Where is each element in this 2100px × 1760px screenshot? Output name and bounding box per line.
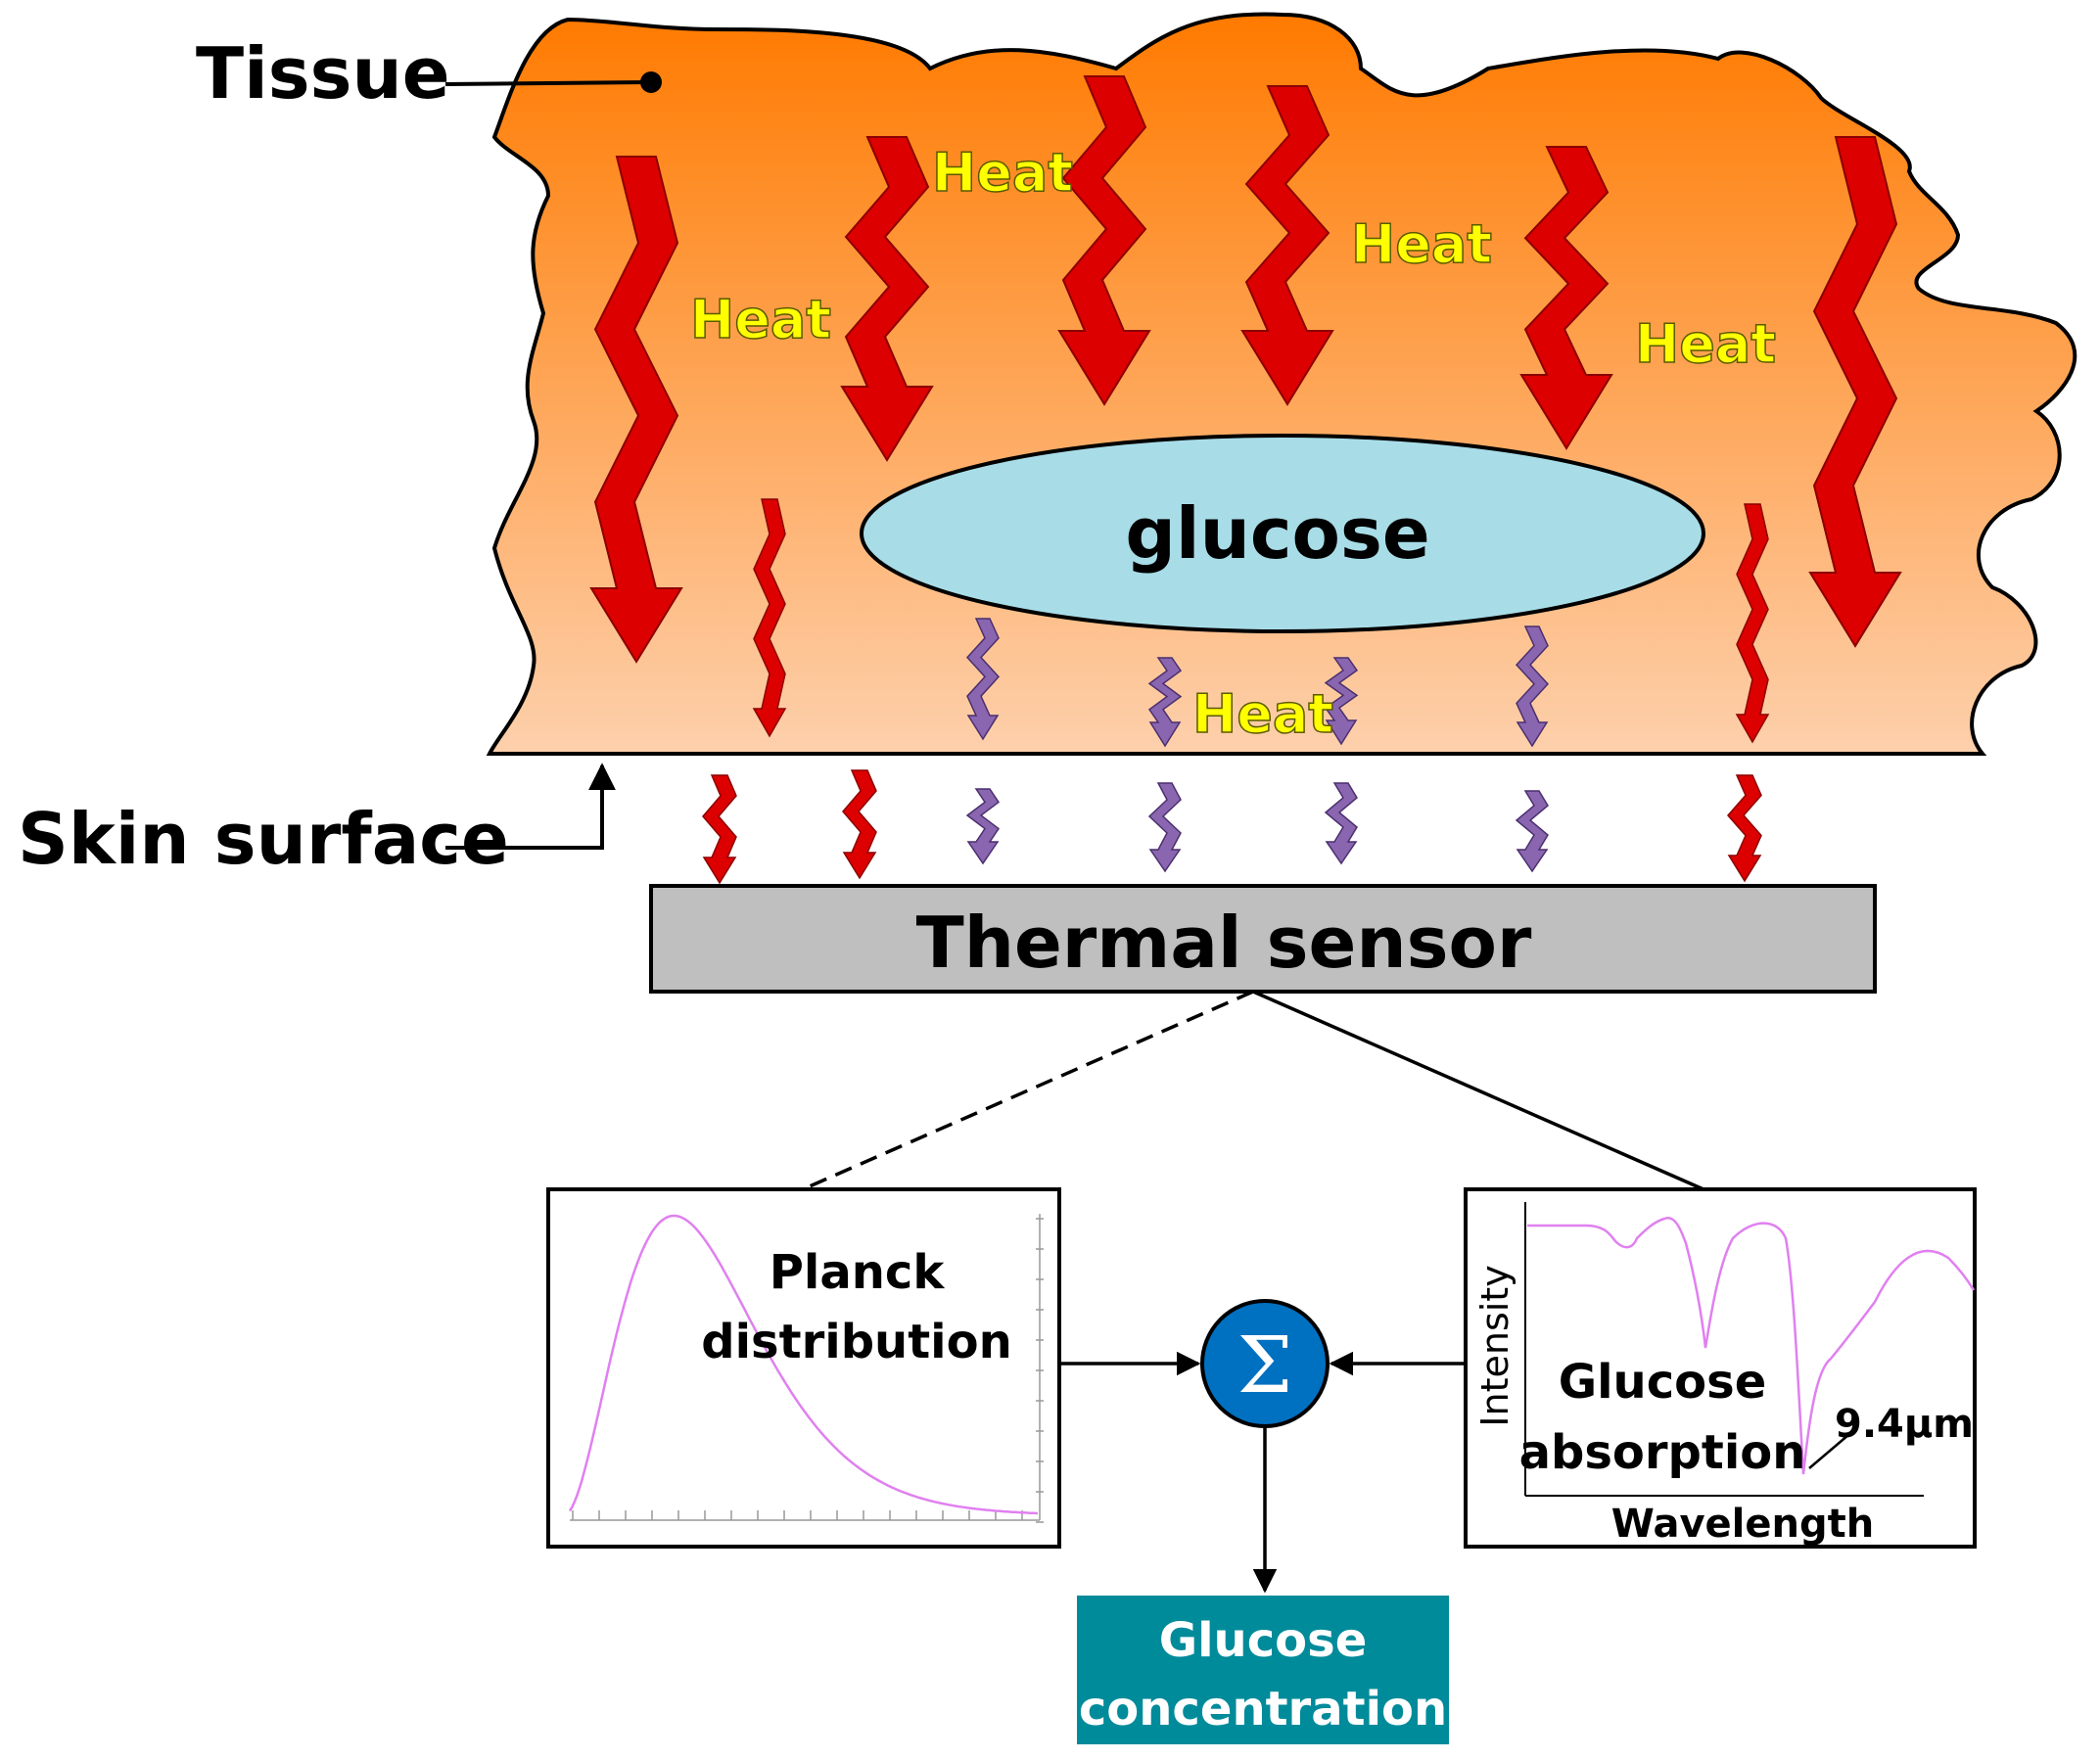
glucose-heat-arrow (1324, 657, 1359, 746)
heat-arrow-small (1727, 774, 1762, 883)
peak-pointer-line (1808, 1428, 1856, 1469)
heat-arrow-small (702, 774, 737, 885)
tissue-label: Tissue (196, 32, 450, 115)
tissue-pointer-line (444, 80, 652, 86)
peak-wavelength-label: 9.4µm (1835, 1402, 1974, 1447)
heat-arrow-small (752, 498, 787, 738)
glucose-ellipse (860, 434, 1705, 633)
heat-arrow-large (589, 156, 683, 664)
glucose-heat-arrow (1515, 790, 1549, 873)
heat-label: Heat (1192, 683, 1333, 745)
tissue-pointer-dot (640, 71, 662, 93)
planck-panel (546, 1187, 1061, 1549)
x-axis-label: Wavelength (1611, 1502, 1874, 1547)
planck-curve (568, 1214, 1039, 1515)
skin-surface-pointer (445, 763, 616, 850)
heat-arrow-small (842, 769, 877, 880)
sum-symbol: Σ (1237, 1320, 1293, 1411)
absorption-label-line2: absorption (1519, 1425, 1806, 1480)
sensor-to-absorption-line (1252, 990, 1704, 1191)
glucose-heat-arrow (1147, 657, 1183, 748)
glucose-heat-arrow (1324, 782, 1358, 865)
absorption-label-line1: Glucose (1559, 1355, 1767, 1410)
thermal-sensor-label: Thermal sensor (916, 902, 1532, 984)
skin-surface-label: Skin surface (18, 798, 509, 880)
absorption-curve (1527, 1216, 1976, 1475)
planck-label-line2: distribution (701, 1315, 1012, 1369)
heat-arrow-large (1519, 146, 1613, 450)
sensor-to-planck-dashed-line (802, 990, 1254, 1191)
glucose-heat-arrow (965, 618, 1001, 741)
heat-arrow-large (1057, 75, 1151, 406)
glucose-label: glucose (1125, 492, 1429, 575)
heat-arrow-large (840, 136, 934, 462)
heat-arrow-small (1735, 503, 1770, 744)
glucose-heat-arrow (1147, 782, 1182, 873)
heat-arrow-large (1240, 85, 1334, 406)
thermal-sensor-block (649, 884, 1877, 994)
heat-label: Heat (1351, 213, 1492, 275)
glucose-concentration-box (1077, 1596, 1449, 1744)
planck-label-line1: Planck (770, 1245, 946, 1300)
heat-label: Heat (932, 142, 1073, 204)
output-label-line1: Glucose (1159, 1613, 1368, 1668)
absorption-panel (1464, 1187, 1977, 1549)
heat-arrow-large (1808, 136, 1902, 648)
heat-label: Heat (690, 289, 831, 350)
glucose-heat-arrow (1515, 625, 1550, 748)
glucose-heat-arrow (965, 788, 1001, 865)
output-label-line2: concentration (1079, 1682, 1447, 1737)
y-axis-label: Intensity (1473, 1265, 1517, 1426)
heat-label: Heat (1635, 313, 1776, 375)
